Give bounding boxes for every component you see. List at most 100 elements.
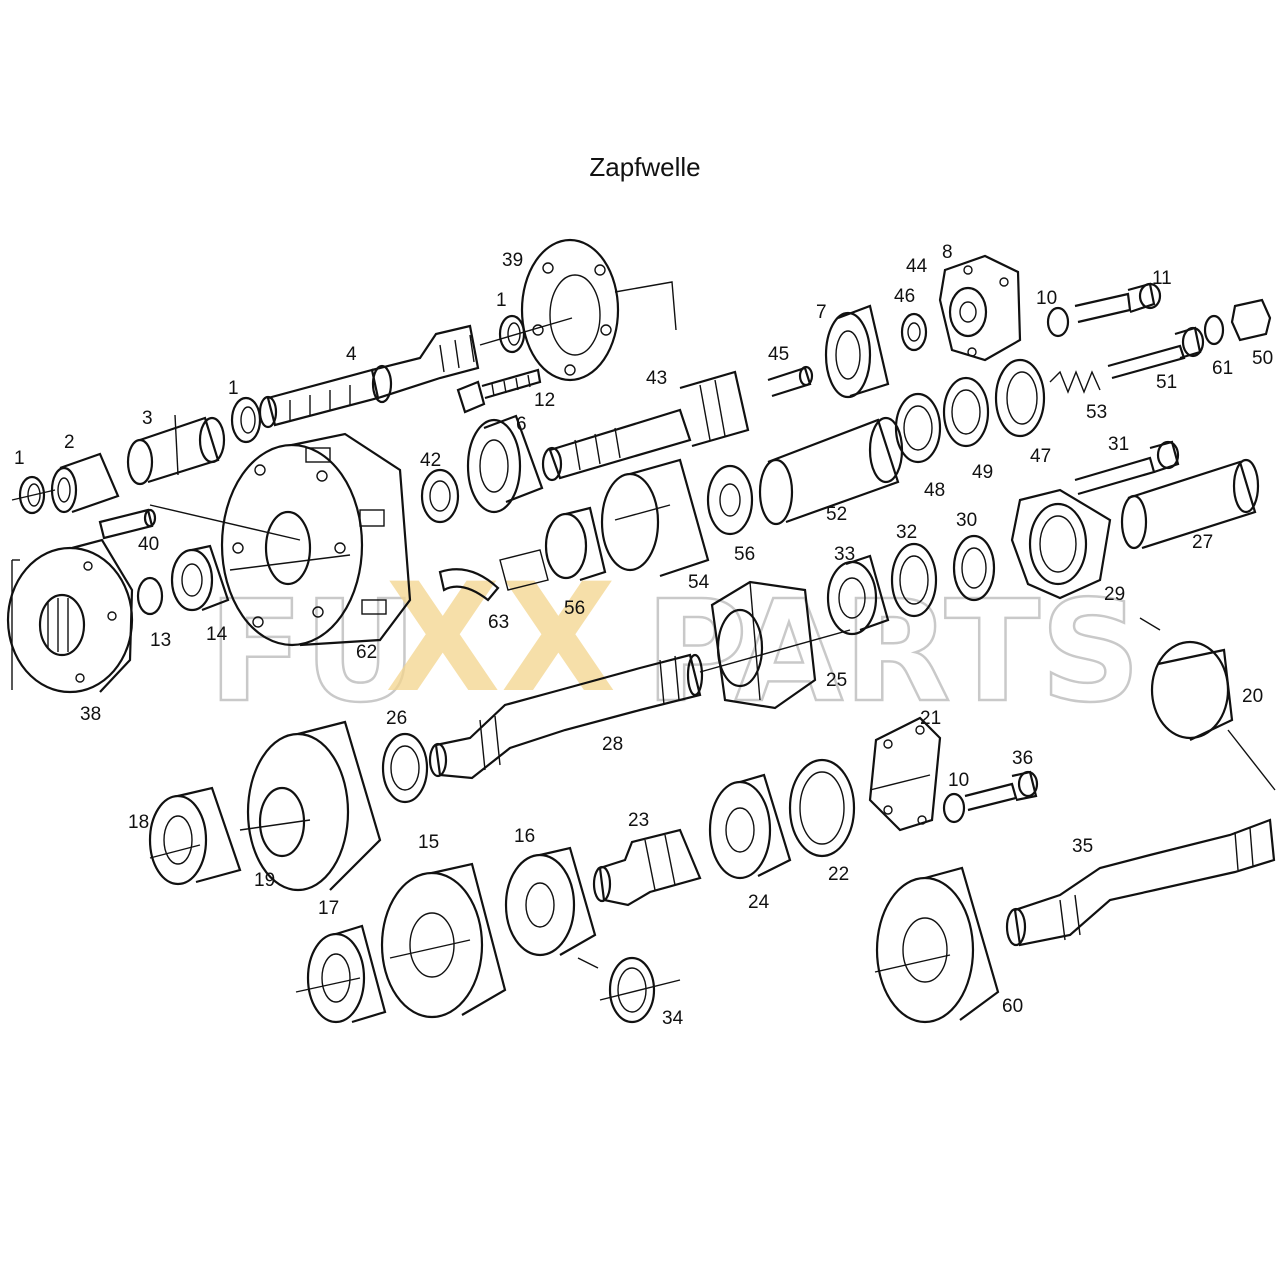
part-43-shaft: [541, 370, 750, 482]
callout-8: 8: [942, 242, 953, 263]
callout-56-right: 56: [734, 544, 755, 565]
callout-43: 43: [646, 368, 667, 389]
part-8-cover: [938, 254, 1022, 362]
part-63-key: [438, 568, 500, 602]
callout-1-top: 1: [496, 290, 507, 311]
part-49-ring: [942, 376, 990, 448]
part-1-circlip-top: [498, 314, 526, 354]
callout-61: 61: [1212, 358, 1233, 379]
callout-48: 48: [924, 480, 945, 501]
part-16-gear: [504, 846, 597, 957]
watermark-mark: XX: [385, 552, 616, 726]
callout-33: 33: [834, 544, 855, 565]
part-28-shaft: [428, 629, 851, 780]
part-18-bearing: [148, 786, 242, 886]
part-51-bolt: [1107, 326, 1205, 380]
callout-51: 51: [1156, 372, 1177, 393]
callout-21: 21: [920, 708, 941, 729]
callout-63: 63: [488, 612, 509, 633]
part-3-sleeve: [126, 414, 226, 486]
part-46-ring: [900, 312, 928, 352]
callout-17: 17: [318, 898, 339, 919]
callout-2: 2: [64, 432, 75, 453]
callout-60: 60: [1002, 996, 1023, 1017]
part-52-sleeve: [758, 416, 904, 526]
callout-44: 44: [906, 256, 928, 277]
callout-25: 25: [826, 670, 847, 691]
callout-6: 6: [516, 414, 527, 435]
callout-11: 11: [1152, 268, 1172, 289]
part-26-ring: [381, 732, 429, 804]
part-29-cover: [1010, 488, 1112, 600]
part-13-circlip: [136, 576, 164, 616]
callout-27: 27: [1192, 532, 1213, 553]
part-6-bearing: [466, 414, 544, 514]
part-12-bolt: [456, 368, 542, 414]
part-10-lockwasher: [1046, 306, 1070, 338]
callout-16: 16: [514, 826, 535, 847]
part-53-spring: [1049, 370, 1101, 394]
callout-39: 39: [502, 250, 523, 271]
part-11-bolt: [1074, 282, 1162, 324]
callout-26: 26: [386, 708, 407, 729]
watermark-left: FU: [208, 571, 417, 734]
part-38-flange: [6, 538, 134, 694]
callout-18: 18: [128, 812, 149, 833]
part-14-bearing: [170, 544, 230, 612]
callout-20: 20: [1242, 686, 1263, 707]
callout-1-left: 1: [14, 448, 25, 469]
part-15-gear: [380, 862, 507, 1019]
part-33-bearing: [826, 554, 890, 636]
part-61-washer: [1203, 314, 1225, 346]
part-4-shaft: [258, 317, 573, 429]
part-47-circlip: [994, 358, 1046, 438]
callout-50: 50: [1252, 348, 1273, 369]
callout-10-lower: 10: [948, 770, 969, 791]
part-20-cap: [1139, 617, 1276, 791]
callout-62: 62: [356, 642, 377, 663]
callout-12: 12: [534, 390, 555, 411]
part-62-clutch-drum: [149, 432, 412, 647]
callout-42: 42: [420, 450, 441, 471]
callout-34: 34: [662, 1008, 684, 1029]
callout-7: 7: [816, 302, 827, 323]
part-40-pin: [98, 508, 157, 540]
callout-35: 35: [1072, 836, 1093, 857]
callout-40: 40: [138, 534, 159, 555]
part-10-lockwasher-lower: [942, 792, 966, 824]
part-30-seal: [952, 534, 996, 602]
callout-14: 14: [206, 624, 228, 645]
part-19-gear: [239, 720, 382, 892]
part-56-gear-right: [706, 464, 754, 536]
callout-19: 19: [254, 870, 275, 891]
part-7-bearing: [824, 304, 890, 399]
part-35-shaft: [1005, 818, 1276, 947]
part-56-gear-left: [499, 506, 607, 591]
callout-49: 49: [972, 462, 993, 483]
part-1-circlip-left: [11, 475, 56, 515]
callout-10: 10: [1036, 288, 1057, 309]
part-39-flange: [520, 238, 677, 382]
callout-47: 47: [1030, 446, 1051, 467]
part-48-seal: [894, 392, 942, 464]
part-60-gear: [874, 866, 1000, 1024]
part-23-shaft: [592, 828, 702, 907]
part-54-gear: [600, 458, 710, 578]
part-36-bolt: [964, 770, 1039, 812]
callout-31: 31: [1108, 434, 1129, 455]
callout-32: 32: [896, 522, 917, 543]
callout-56-left: 56: [564, 598, 585, 619]
part-32-ring: [890, 542, 938, 618]
callout-3: 3: [142, 408, 153, 429]
part-2-bushing: [50, 452, 120, 514]
part-25-housing: [710, 580, 817, 710]
callout-15: 15: [418, 832, 439, 853]
part-45-pin: [767, 365, 814, 398]
part-22-ring: [788, 758, 856, 858]
part-34-ring: [577, 956, 681, 1024]
callout-24: 24: [748, 892, 770, 913]
callout-46: 46: [894, 286, 915, 307]
callout-38: 38: [80, 704, 101, 725]
callout-23: 23: [628, 810, 649, 831]
diagram-title: Zapfwelle: [589, 152, 701, 182]
